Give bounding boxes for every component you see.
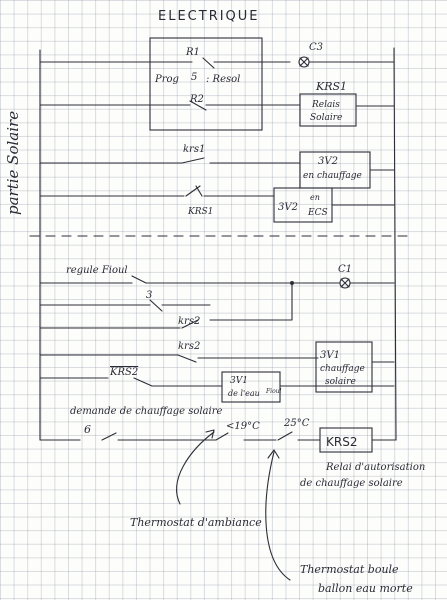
krs2-a-label: krs2	[178, 316, 200, 327]
prog-box	[149, 37, 263, 131]
v3-ecs-label1: 3V2	[278, 202, 298, 213]
c3-lamp-mark	[299, 57, 395, 67]
v3-chauffage-label2: en chauffage	[303, 171, 362, 181]
krs1-relay-label2: Solaire	[310, 113, 342, 123]
thermo-boule-arrowhead	[267, 449, 280, 459]
v31-right-label2: chauffage	[320, 364, 365, 374]
relai-label-1: Relai d'autorisation	[325, 462, 425, 473]
v31-right-label1: 3V1	[320, 350, 340, 361]
thermo-amb-arrowhead	[205, 429, 215, 439]
krs2-a-wire	[39, 319, 199, 329]
thermo-boule-label-2: ballon eau morte	[318, 582, 413, 595]
v3-chauffage-label1: 3V2	[318, 156, 338, 167]
num-6-label: 6	[84, 423, 91, 436]
v31-left-label1: 3V1	[230, 376, 248, 386]
krs2-b-wire	[39, 354, 319, 363]
line-3-wire	[39, 299, 211, 312]
page-title: ELECTRIQUE	[158, 9, 260, 24]
v31-right-box	[315, 341, 373, 393]
right-rail	[393, 47, 397, 441]
krs1-relay-label: Relais	[311, 100, 340, 110]
side-label: partie Solaire	[4, 111, 22, 215]
krs1-ecs-contact-bar	[195, 185, 203, 197]
krs1-ecs-wire	[39, 185, 275, 197]
krs2-b-label: krs2	[178, 341, 200, 352]
krs1-ecs-contact-label: KRS1	[187, 207, 213, 217]
prog-label: Prog	[154, 74, 179, 85]
v3-ecs-label3: ECS	[307, 208, 328, 218]
v3-ecs-label2: en	[310, 193, 320, 202]
v31-left-label2: de l'eau	[228, 389, 260, 398]
prog-wire-bottom	[39, 100, 301, 111]
regule-fioul-label: regule Fioul	[66, 265, 128, 276]
r2-label: R2	[189, 94, 204, 105]
num-3-label: 3	[146, 290, 152, 301]
krs2-bar-label: KRS2	[109, 367, 138, 378]
thermo-amb-label: Thermostat d'ambiance	[130, 516, 262, 529]
demande-label: demande de chauffage solaire	[70, 406, 222, 417]
krs2-coil-label: KRS2	[326, 435, 357, 449]
c3-label: C3	[309, 42, 323, 53]
krs2-bar-wire	[39, 377, 223, 387]
thermo-boule-label-1: Thermostat boule	[300, 563, 399, 576]
prog-wire-top	[39, 57, 291, 69]
relai-label-2: de chauffage solaire	[300, 478, 403, 489]
prog-num: 5	[191, 72, 197, 83]
thermo-amb-arrow	[176, 431, 215, 505]
t19-label: <19°C	[226, 421, 260, 432]
regule-fioul-wire	[39, 275, 341, 284]
v31-left-box	[221, 371, 281, 403]
junction-drop	[209, 282, 293, 321]
c1-label: C1	[338, 264, 352, 275]
krs1-relay-title: KRS1	[315, 80, 347, 93]
thermo-boule-arrow	[265, 451, 291, 581]
krs1-relay-box	[299, 93, 357, 127]
resol-label: : Resol	[206, 74, 240, 85]
demande-wire	[39, 431, 321, 441]
v31-right-label3: solaire	[325, 377, 356, 387]
c1-lamp-mark	[340, 278, 395, 288]
v31-left-label3: Fioul	[265, 388, 282, 395]
t25-label: 25°C	[283, 418, 310, 429]
krs1-contact-label: krs1	[183, 144, 205, 155]
krs1-chauffage-wire	[39, 157, 301, 164]
r1-label: R1	[185, 47, 200, 58]
